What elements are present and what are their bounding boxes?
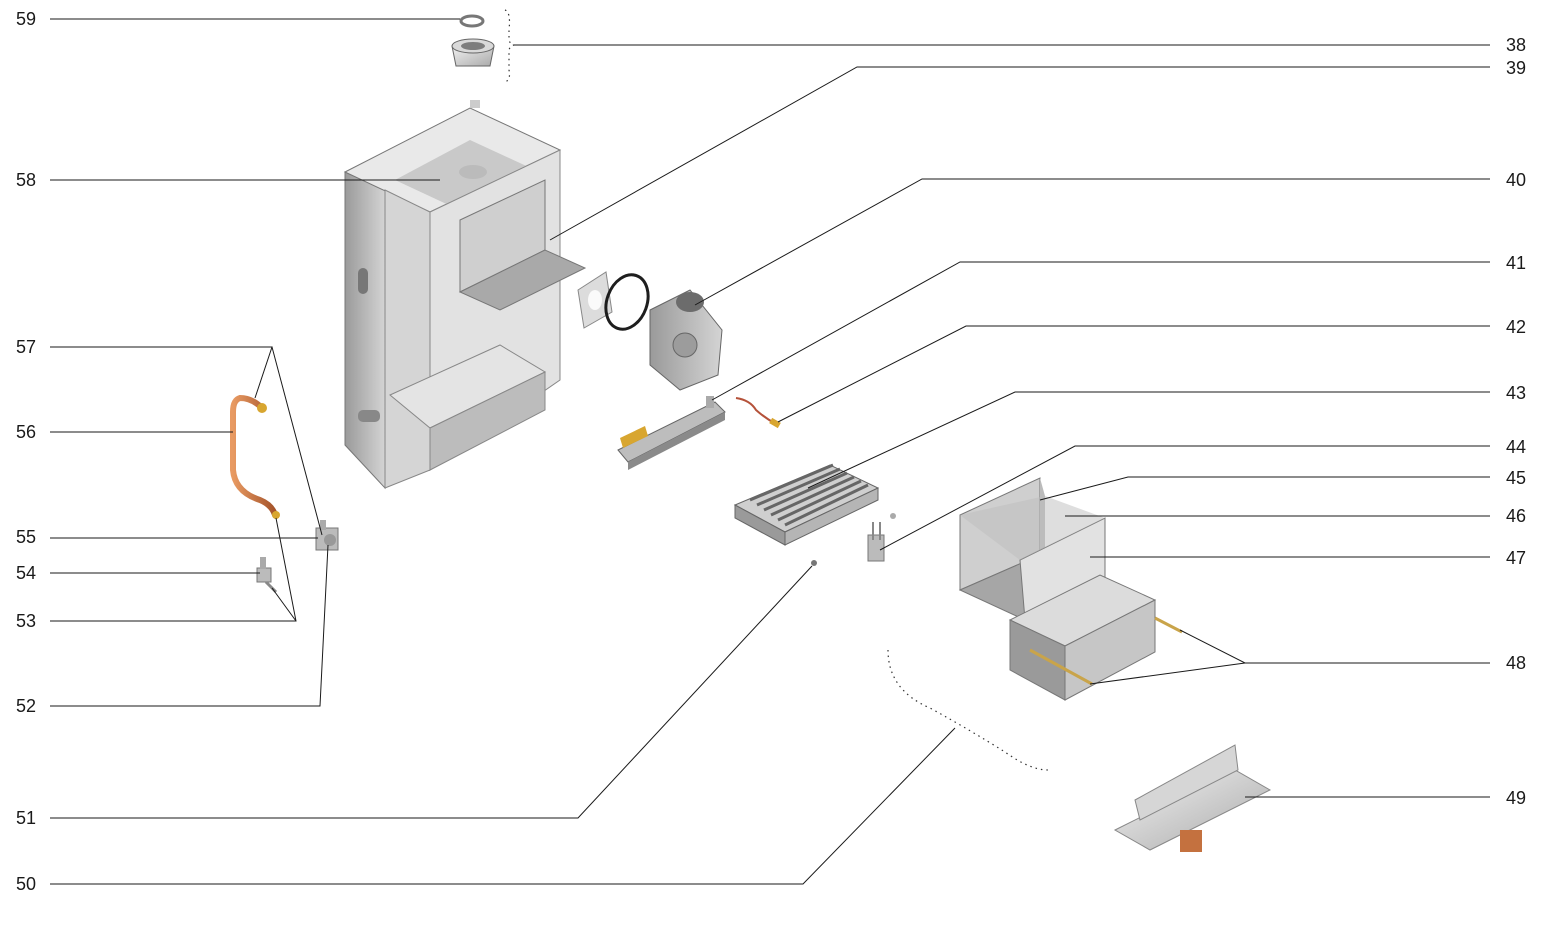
callout-54: 54: [16, 563, 36, 583]
callout-44: 44: [1506, 437, 1526, 457]
callout-42: 42: [1506, 317, 1526, 337]
callout-56: 56: [16, 422, 36, 442]
leader-43: [807, 391, 1490, 489]
callout-57: 57: [16, 337, 36, 357]
part-59-o-ring: [459, 14, 485, 28]
leader-42: [777, 325, 1490, 423]
part-40-fan: [649, 289, 723, 391]
part-44-ignition-electrodes: [867, 513, 896, 562]
leader-50: [50, 727, 956, 885]
part-41-burner-manifold: [617, 396, 726, 470]
part-50-cable: [887, 649, 1049, 771]
leader-lines: [50, 18, 1490, 885]
callout-58: 58: [16, 170, 36, 190]
part-56-copper-pipe: [230, 394, 280, 519]
leader-53: [50, 517, 297, 622]
leader-52: [50, 544, 329, 707]
part-42-electrode: [735, 397, 781, 429]
part-58-chassis-frame: [343, 100, 587, 490]
callout-40: 40: [1506, 170, 1526, 190]
callout-38: 38: [1506, 35, 1526, 55]
callout-53: 53: [16, 611, 36, 631]
part-39-gasket: [577, 271, 613, 329]
part-51-nozzle: [811, 560, 817, 566]
callout-47: 47: [1506, 548, 1526, 568]
part-54-tap: [256, 557, 278, 594]
callout-50: 50: [16, 874, 36, 894]
part-45-47-combustion-chamber: [958, 477, 1107, 621]
callout-46: 46: [1506, 506, 1526, 526]
bracket-38: [504, 9, 515, 83]
callout-43: 43: [1506, 383, 1526, 403]
callout-52: 52: [16, 696, 36, 716]
callout-39: 39: [1506, 58, 1526, 78]
callout-59: 59: [16, 9, 36, 29]
callout-55: 55: [16, 527, 36, 547]
part-49-tray: [1113, 744, 1272, 852]
leader-39: [549, 66, 1490, 241]
callout-numbers: 59 58 57 56 55 54 53 52 51 50 38 39 40 4…: [16, 9, 1526, 894]
part-43-burner: [733, 463, 880, 546]
part-38-flue-adaptor: [451, 38, 495, 67]
callout-45: 45: [1506, 468, 1526, 488]
leader-57: [50, 346, 323, 536]
leader-51: [50, 565, 813, 819]
leader-41: [711, 261, 1490, 401]
part-fan-seal-ring: [604, 273, 650, 331]
leader-44: [879, 445, 1490, 551]
leader-45: [1039, 476, 1490, 501]
part-48-chamber-base: [1008, 574, 1183, 701]
callout-48: 48: [1506, 653, 1526, 673]
leader-48: [1089, 629, 1490, 685]
leader-40: [694, 178, 1490, 306]
callout-51: 51: [16, 808, 36, 828]
callout-49: 49: [1506, 788, 1526, 808]
callout-41: 41: [1506, 253, 1526, 273]
